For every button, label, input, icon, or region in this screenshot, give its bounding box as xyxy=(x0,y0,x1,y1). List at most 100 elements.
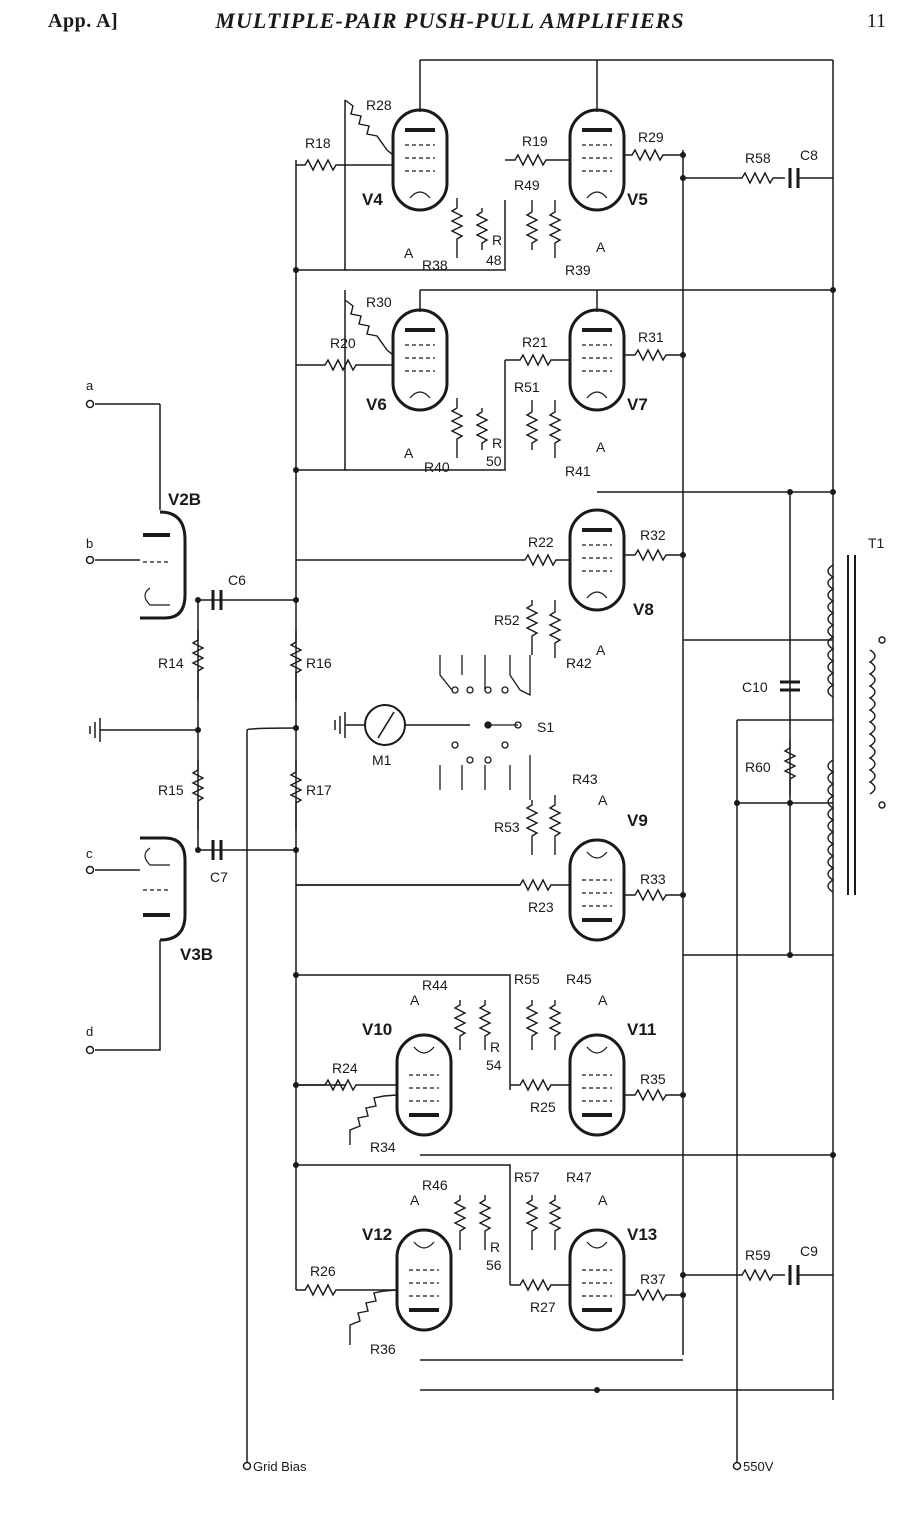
resistor-r23 xyxy=(296,878,570,892)
label-r53: R53 xyxy=(494,819,520,835)
label-r54-a: R xyxy=(490,1039,500,1055)
resistor-r38 xyxy=(450,198,464,258)
tube-v3b-electrodes xyxy=(143,847,170,917)
resistor-r42 xyxy=(548,600,562,658)
cathode-tag-v8: A xyxy=(596,642,606,658)
label-r50-a: R xyxy=(492,435,502,451)
resistor-r53 xyxy=(525,800,539,855)
label-r41: R41 xyxy=(565,463,591,479)
capacitor-c8 xyxy=(788,168,800,188)
capacitor-c6 xyxy=(211,590,223,610)
tube-v2b-electrodes xyxy=(143,533,170,606)
label-r24: R24 xyxy=(332,1060,358,1076)
resistor-r48 xyxy=(475,208,489,250)
tube-v10-envelope xyxy=(395,1033,453,1137)
page-header: App. A] MULTIPLE-PAIR PUSH-PULL AMPLIFIE… xyxy=(0,0,900,50)
resistor-r46 xyxy=(453,1195,467,1250)
label-r18: R18 xyxy=(305,135,331,151)
tube-v6-envelope xyxy=(391,308,449,412)
resistor-r50 xyxy=(475,408,489,450)
switch-s1[interactable] xyxy=(439,655,531,800)
label-v9: V9 xyxy=(627,811,648,830)
label-r27: R27 xyxy=(530,1299,556,1315)
capacitor-c7 xyxy=(211,840,223,860)
label-terminal-b: b xyxy=(86,536,93,551)
label-v4: V4 xyxy=(362,190,383,209)
label-t1: T1 xyxy=(868,535,885,551)
label-s1: S1 xyxy=(537,719,554,735)
label-r20: R20 xyxy=(330,335,356,351)
terminal-c[interactable] xyxy=(85,865,95,875)
resistor-r57 xyxy=(525,1195,539,1250)
input-terminals[interactable] xyxy=(85,399,742,1471)
page-title: MULTIPLE-PAIR PUSH-PULL AMPLIFIERS xyxy=(215,8,685,33)
label-r36: R36 xyxy=(370,1341,396,1357)
label-v5: V5 xyxy=(627,190,648,209)
terminal-a[interactable] xyxy=(85,399,95,409)
terminal-grid-bias[interactable] xyxy=(242,1461,252,1471)
resistor-r17 xyxy=(289,760,303,830)
label-v11: V11 xyxy=(627,1020,656,1039)
label-v10: V10 xyxy=(362,1020,392,1039)
resistor-r47 xyxy=(548,1195,562,1250)
cathode-tag-v7: A xyxy=(596,439,606,455)
label-r60: R60 xyxy=(745,759,771,775)
tube-v4-envelope xyxy=(391,108,449,212)
label-r55: R55 xyxy=(514,971,540,987)
resistor-r36 xyxy=(349,1289,398,1345)
resistor-r55 xyxy=(525,1000,539,1050)
resistor-r54 xyxy=(478,1000,492,1050)
meter-m1 xyxy=(364,704,470,746)
resistor-r26 xyxy=(296,1283,397,1297)
label-r17: R17 xyxy=(306,782,332,798)
label-r40: R40 xyxy=(424,459,450,475)
label-c7: C7 xyxy=(210,869,228,885)
label-r22: R22 xyxy=(528,534,554,550)
label-c10: C10 xyxy=(742,679,768,695)
resistor-r43 xyxy=(548,795,562,855)
tube-v10-electrodes xyxy=(409,1046,439,1117)
label-r31: R31 xyxy=(638,329,664,345)
resistor-r58 xyxy=(683,171,785,185)
cathode-tag-v6: A xyxy=(404,445,414,461)
label-c9: C9 xyxy=(800,1243,818,1259)
cathode-tag-v11: A xyxy=(598,992,608,1008)
label-r47: R47 xyxy=(566,1169,592,1185)
label-r46: R46 xyxy=(422,1177,448,1193)
cathode-tag-v12: A xyxy=(410,1192,420,1208)
label-r48-b: 48 xyxy=(486,252,502,268)
label-r48-a: R xyxy=(492,232,502,248)
tube-v9-electrodes xyxy=(582,851,612,922)
terminal-b[interactable] xyxy=(85,555,95,565)
resistor-r56 xyxy=(478,1195,492,1250)
resistor-r49 xyxy=(525,200,539,250)
label-r29: R29 xyxy=(638,129,664,145)
resistor-r25 xyxy=(510,1078,570,1092)
page-number: 11 xyxy=(866,10,886,32)
label-r50-b: 50 xyxy=(486,453,502,469)
resistor-r19 xyxy=(505,153,570,167)
tube-v7-electrodes xyxy=(582,328,612,399)
label-grid-bias: Grid Bias xyxy=(253,1459,307,1474)
label-r15: R15 xyxy=(158,782,184,798)
cathode-tag-v5: A xyxy=(596,239,606,255)
label-r57: R57 xyxy=(514,1169,540,1185)
resistor-r45 xyxy=(548,1000,562,1050)
resistor-r59 xyxy=(683,1268,785,1282)
label-r19: R19 xyxy=(522,133,548,149)
label-r32: R32 xyxy=(640,527,666,543)
resistor-r30 xyxy=(344,299,394,356)
resistor-r34 xyxy=(349,1094,398,1145)
label-terminal-c: c xyxy=(86,846,93,861)
resistor-r60 xyxy=(783,740,797,795)
capacitor-c10 xyxy=(780,680,800,692)
capacitor-c9 xyxy=(788,1265,800,1285)
terminal-550v[interactable] xyxy=(732,1461,742,1471)
tube-v2b-envelope xyxy=(140,510,187,620)
label-m1: M1 xyxy=(372,752,392,768)
label-c8: C8 xyxy=(800,147,818,163)
resistor-r18 xyxy=(296,158,393,172)
resistor-r28 xyxy=(344,99,394,156)
terminal-d[interactable] xyxy=(85,1045,95,1055)
bus-wires xyxy=(95,59,834,1462)
